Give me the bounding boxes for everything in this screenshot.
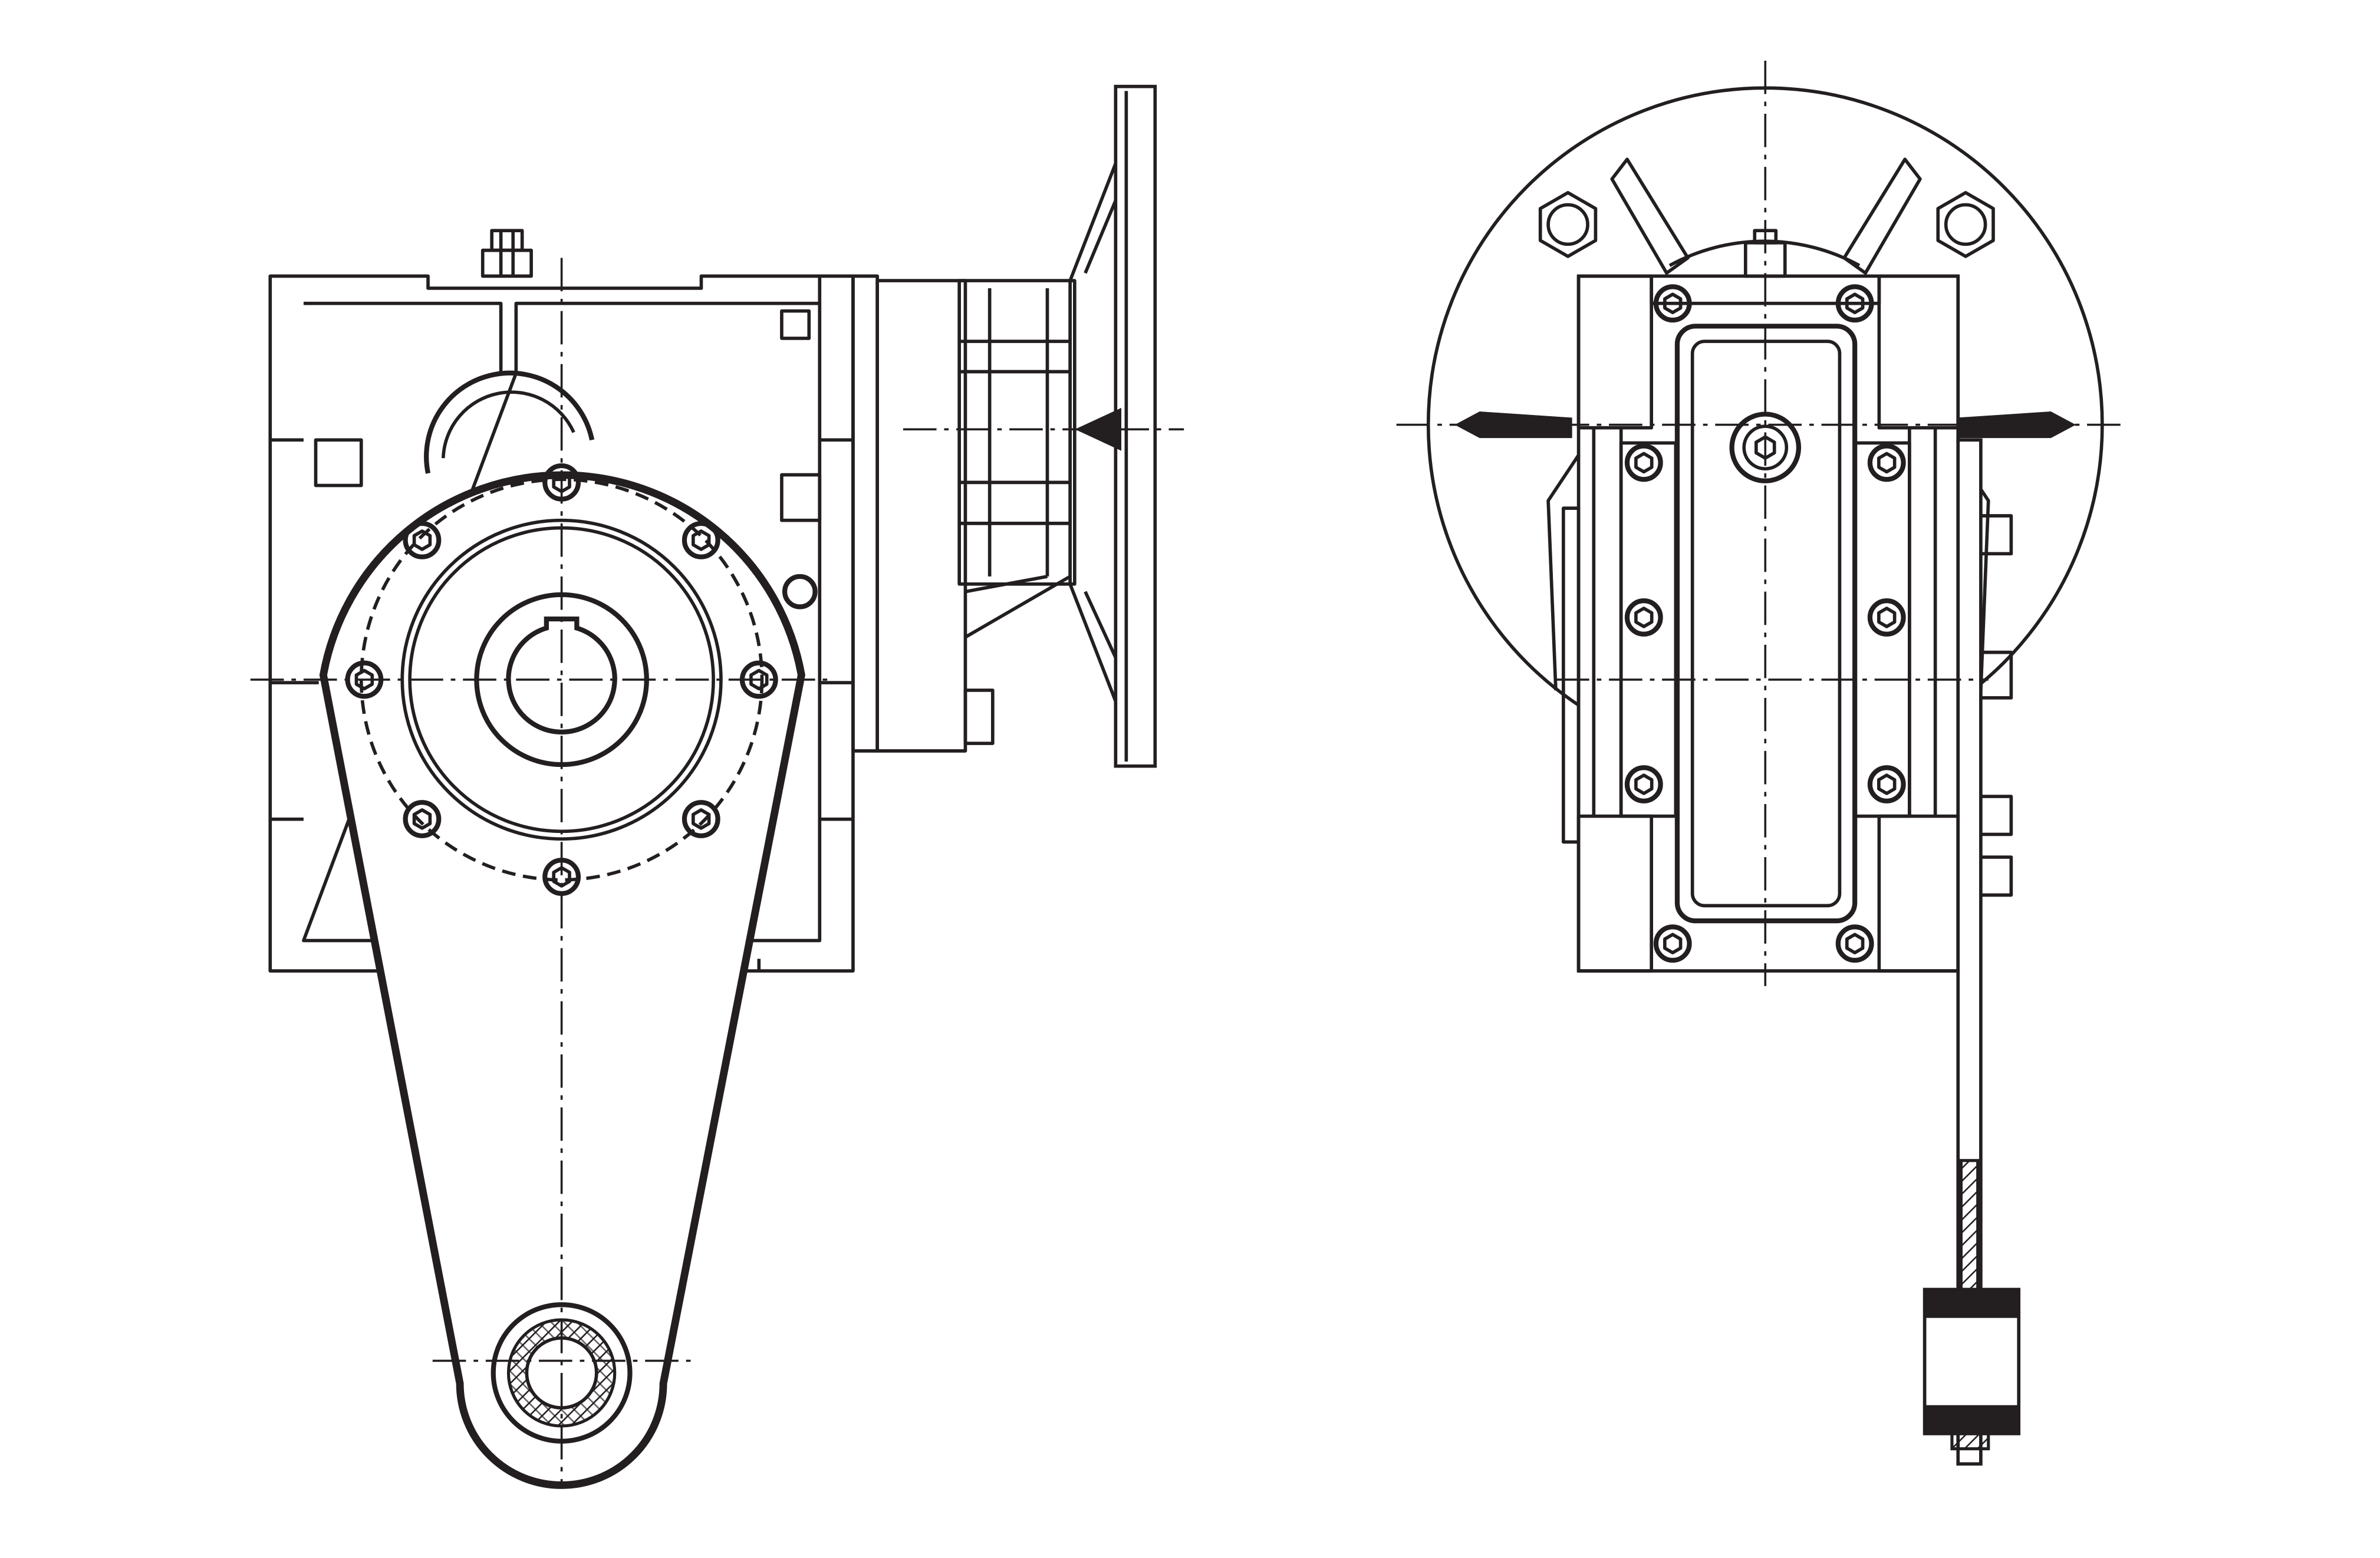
front-view: [250, 84, 1184, 1489]
bolt-icon: [1624, 598, 1663, 637]
bolt-icon: [403, 521, 442, 559]
centerlines-side: [1396, 60, 2125, 986]
bolt-icon: [1835, 924, 1874, 963]
bolt-icon: [1867, 765, 1906, 803]
bolt-icon: [682, 521, 720, 559]
housing-bolts: [1624, 284, 1906, 963]
bolt-icon: [1867, 443, 1906, 482]
gearbox-housing-side: [1562, 229, 1960, 973]
bolt-icon: [682, 800, 720, 838]
hex-nut-icon: [1936, 191, 1995, 258]
torque-arm-side: [1923, 438, 2021, 1466]
side-view: [1396, 60, 2125, 1466]
bolt-icon: [1624, 765, 1663, 803]
bolt-icon: [1867, 598, 1906, 637]
worm-boss: [424, 370, 595, 474]
motor-adapter: [851, 274, 1077, 753]
bolt-icon: [1624, 443, 1663, 482]
bolt-icon: [1653, 924, 1692, 963]
side-plug: [782, 574, 818, 610]
breather-plug: [480, 229, 533, 278]
motor-flange: [1068, 84, 1157, 768]
hollow-shaft-keyway: [506, 616, 617, 734]
bolt-icon: [1653, 284, 1692, 323]
hex-nut-icon: [1538, 191, 1598, 258]
centerlines-front: [250, 258, 1184, 1484]
bolt-icon: [403, 800, 442, 838]
bolt-icon: [1835, 284, 1874, 323]
input-shaft-end: [1729, 411, 1802, 483]
